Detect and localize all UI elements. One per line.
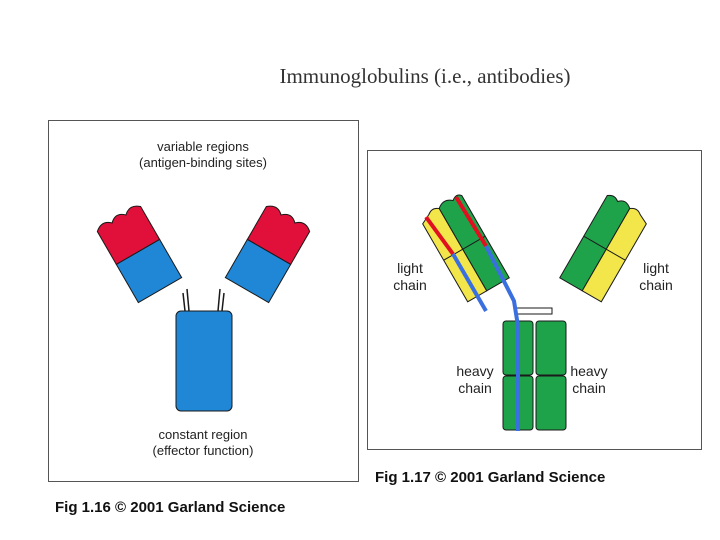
constant-region-label: constant region: [159, 427, 248, 442]
light-chain-right-label-1: light: [643, 260, 669, 276]
figure-1-16-panel: variable regions (antigen-binding sites)…: [48, 120, 359, 482]
figure-1-16-caption: Fig 1.16 © 2001 Garland Science: [55, 499, 285, 516]
light-chain-left-label-1: light: [397, 260, 423, 276]
figure-1-17-caption: Fig 1.17 © 2001 Garland Science: [375, 469, 605, 486]
heavy-chain-right-label-1: heavy: [570, 363, 607, 379]
slide-title: Immunoglobulins (i.e., antibodies): [0, 64, 720, 89]
hinge-region: [183, 289, 224, 311]
antibody-schematic-diagram: variable regions (antigen-binding sites)…: [49, 121, 358, 481]
heavy-chain-left-label-2: chain: [458, 380, 491, 396]
effector-function-label: (effector function): [153, 443, 254, 458]
right-arm: [225, 203, 311, 302]
disulfide-bridge: [516, 308, 552, 314]
right-heavy-stem-upper: [536, 321, 566, 375]
right-arm: [560, 192, 651, 301]
antibody-chain-diagram: light chain light chain heavy chain heav…: [368, 151, 701, 449]
light-chain-right-label-2: chain: [639, 277, 672, 293]
right-heavy-stem-lower: [536, 376, 566, 430]
light-chain-left-label-2: chain: [393, 277, 426, 293]
left-arm: [95, 203, 181, 302]
variable-regions-label: variable regions: [157, 139, 249, 154]
heavy-chain-right-label-2: chain: [572, 380, 605, 396]
antigen-binding-sites-label: (antigen-binding sites): [139, 155, 267, 170]
constant-region-stem: [176, 311, 232, 411]
figure-1-17-panel: light chain light chain heavy chain heav…: [367, 150, 702, 450]
heavy-chain-left-label-1: heavy: [456, 363, 493, 379]
